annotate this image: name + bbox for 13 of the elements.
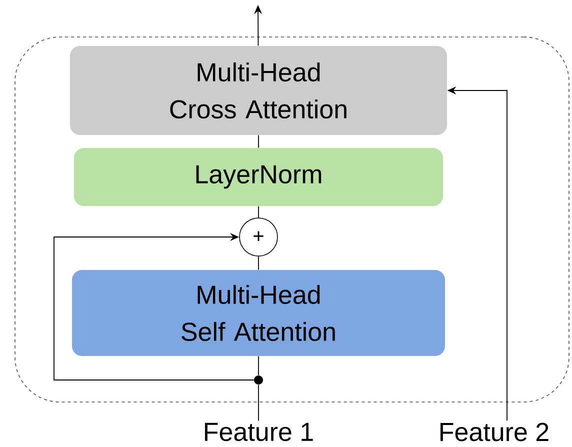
cross-attention-box: Multi-Head Cross Attention: [70, 46, 447, 135]
connector-line: [258, 256, 259, 270]
connector-line: [258, 384, 259, 422]
junction-dot: [254, 376, 263, 384]
input-label: Feature 2: [440, 422, 548, 442]
connector-line: [258, 134, 259, 148]
layer-norm-box: LayerNorm: [74, 148, 443, 206]
dashed-frame: [14, 36, 570, 402]
input-label: Feature 1: [205, 422, 313, 442]
connector-line: [258, 356, 259, 376]
arrow: [54, 232, 254, 380]
self-attention-box: Multi-Head Self Attention: [72, 270, 445, 356]
connector-line: [258, 206, 259, 218]
